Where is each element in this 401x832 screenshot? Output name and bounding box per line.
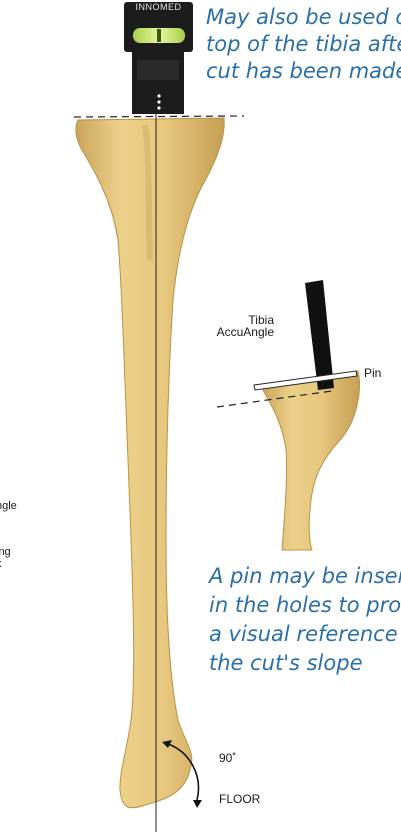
inset-tibia-bone <box>262 371 359 550</box>
floor-label: FLOOR <box>219 793 260 805</box>
inset-accuangle-device <box>305 280 334 390</box>
left-label-marking-line2: k <box>0 558 11 570</box>
top-annotation: May also be used o top of the tibia afte… <box>206 4 401 85</box>
bottom-annotation-text: A pin may be inser in the holes to prov … <box>209 562 401 678</box>
tibia-label-line2: AccuAngle <box>214 326 274 338</box>
left-label-marking-line1: ing <box>0 546 11 558</box>
tibia-accuangle-label: Tibia AccuAngle <box>214 314 274 338</box>
left-label-marking: ing k <box>0 546 11 570</box>
tibia-bone <box>76 118 224 808</box>
pin-label: Pin <box>364 367 381 379</box>
device-brand-label: INNOMED <box>124 2 193 12</box>
bottom-annotation: A pin may be inser in the holes to prov … <box>209 562 401 678</box>
accuangle-device <box>124 2 193 114</box>
cut-line-top <box>74 116 244 117</box>
left-label-angle: ngle <box>0 500 17 512</box>
angle-label: 90˚ <box>219 752 236 764</box>
top-annotation-text: May also be used o top of the tibia afte… <box>206 4 401 85</box>
